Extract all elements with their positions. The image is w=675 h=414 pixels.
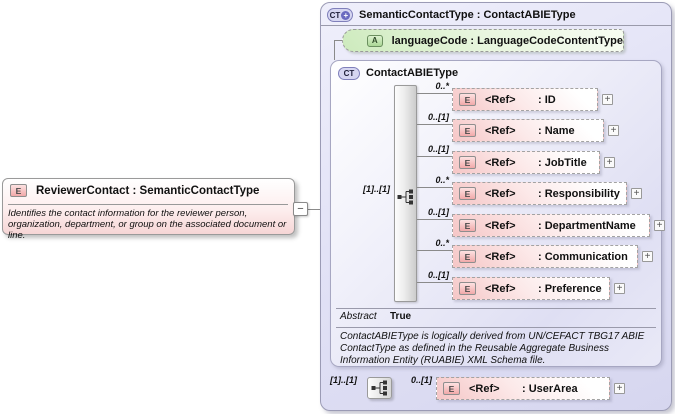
element-icon: E [443, 382, 460, 395]
cardinality-label: 0..* [435, 81, 449, 91]
element-icon: E [459, 187, 476, 200]
complex-type-icon: CT [338, 67, 360, 80]
cardinality-label: 0..* [435, 175, 449, 185]
element-name: : Name [538, 124, 575, 137]
element-name: : JobTitle [538, 156, 587, 169]
element-node-id[interactable]: E <Ref> : ID [452, 88, 598, 111]
element-name: : DepartmentName [538, 219, 636, 232]
connector-line [334, 40, 335, 60]
connector-line [296, 209, 322, 210]
element-ref: <Ref> [469, 382, 500, 395]
connector-line [417, 187, 452, 188]
connector-line [417, 250, 452, 251]
element-ref: <Ref> [485, 282, 516, 295]
cardinality-label: 0..[1] [427, 270, 449, 280]
element-icon: E [459, 250, 476, 263]
cardinality-label: 0..[1] [427, 144, 449, 154]
complex-type-extension-icon: CT+ [327, 8, 353, 22]
expand-toggle[interactable]: + [604, 157, 615, 168]
element-ref: <Ref> [485, 124, 516, 137]
element-icon: E [10, 184, 27, 197]
model-cardinality-label: [1]..[1] [330, 375, 357, 385]
element-node-userarea[interactable]: E <Ref> : UserArea [436, 377, 610, 400]
connector-line [417, 156, 452, 157]
element-node-name[interactable]: E <Ref> : Name [452, 119, 604, 142]
element-ref: <Ref> [485, 250, 516, 263]
attribute-node-languagecode[interactable]: A languageCode : LanguageCodeContentType [342, 29, 624, 52]
element-name: : UserArea [522, 382, 578, 395]
cardinality-label: 0..[1] [410, 375, 432, 385]
facet-divider [336, 308, 656, 309]
expand-toggle[interactable]: + [631, 188, 642, 199]
ct-badge-label: CT [329, 10, 341, 20]
ct-badge-label: CT [343, 69, 355, 78]
element-name: : ID [538, 93, 556, 106]
sequence-icon [371, 380, 387, 396]
element-divider [8, 204, 288, 205]
expand-toggle[interactable]: + [602, 94, 613, 105]
plus-circle-icon: + [341, 10, 351, 20]
element-icon: E [459, 156, 476, 169]
cardinality-label: 0..* [435, 238, 449, 248]
base-type-box [330, 60, 662, 367]
header-divider [321, 25, 671, 26]
element-ref: <Ref> [485, 156, 516, 169]
element-node-jobtitle[interactable]: E <Ref> : JobTitle [452, 151, 600, 174]
element-name: : Preference [538, 282, 602, 295]
element-node-preference[interactable]: E <Ref> : Preference [452, 277, 610, 300]
facet-label: Abstract [340, 311, 377, 322]
element-ref: <Ref> [485, 93, 516, 106]
element-ref: <Ref> [485, 219, 516, 232]
expand-toggle[interactable]: + [608, 125, 619, 136]
element-node-reviewercontact[interactable] [2, 178, 295, 235]
collapse-toggle[interactable]: − [293, 202, 308, 216]
complex-type-title: SemanticContactType : ContactABIEType [359, 9, 576, 21]
expand-toggle[interactable]: + [614, 383, 625, 394]
element-description: Identifies the contact information for t… [8, 208, 287, 242]
cardinality-label: 0..[1] [427, 207, 449, 217]
element-icon: E [459, 93, 476, 106]
connector-line [334, 40, 343, 41]
sequence-icon [397, 189, 413, 205]
base-type-annotation: ContactABIEType is logically derived fro… [340, 331, 645, 366]
attribute-label: languageCode : LanguageCodeContentType [391, 34, 623, 47]
element-node-departmentname[interactable]: E <Ref> : DepartmentName [452, 214, 650, 237]
connector-line [417, 282, 452, 283]
connector-line [417, 124, 452, 125]
attribute-icon: A [367, 34, 383, 47]
element-name: : Communication [538, 250, 628, 263]
element-node-communication[interactable]: E <Ref> : Communication [452, 245, 638, 268]
element-icon: E [459, 124, 476, 137]
sequence-connector-box[interactable] [367, 377, 392, 399]
connector-line [417, 219, 452, 220]
base-type-title: ContactABIEType [366, 67, 459, 79]
cardinality-label: 0..[1] [427, 112, 449, 122]
facet-value: True [390, 311, 412, 322]
element-icon: E [459, 219, 476, 232]
expand-toggle[interactable]: + [654, 220, 665, 231]
element-name: : Responsibility [538, 187, 620, 200]
model-cardinality-label: [1]..[1] [363, 184, 390, 194]
connector-line [417, 93, 452, 94]
element-icon: E [459, 282, 476, 295]
element-title: ReviewerContact : SemanticContactType [36, 185, 260, 197]
expand-toggle[interactable]: + [642, 251, 653, 262]
element-ref: <Ref> [485, 187, 516, 200]
expand-toggle[interactable]: + [614, 283, 625, 294]
element-node-responsibility[interactable]: E <Ref> : Responsibility [452, 182, 627, 205]
facet-divider [336, 327, 656, 328]
